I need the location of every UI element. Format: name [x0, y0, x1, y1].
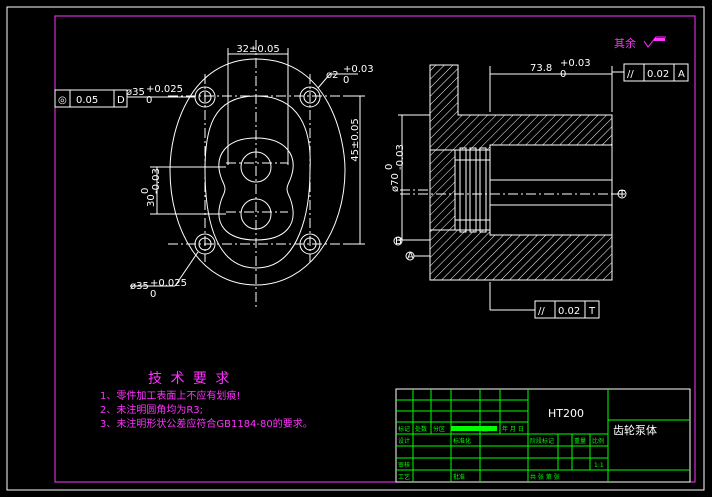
dim-30: 30: [146, 194, 157, 207]
dim-dia-70-tol: 0-0.03: [384, 144, 406, 170]
part-name: 齿轮泵体: [613, 423, 657, 437]
title-block: HT200 齿轮泵体 标记 处数 分区 签名 年 月 日 设计 标准化 阶段标记…: [395, 388, 691, 483]
label-zone: 分区: [433, 425, 445, 433]
flatness-icon: ◎: [58, 95, 67, 106]
label-weight: 重量: [574, 437, 586, 445]
datum-t: T: [618, 189, 626, 200]
dim-hole-tr: ø2: [326, 70, 338, 81]
parallel-bottom-icon: //: [538, 306, 545, 317]
datum-b: B: [395, 236, 402, 247]
tech-req-title: 技 术 要 求: [148, 371, 231, 387]
dim-32: 32±0.05: [236, 44, 279, 55]
dim-73-8: 73.8: [530, 63, 552, 74]
flatness-datum: D: [117, 95, 125, 106]
label-sign: 签名: [482, 425, 494, 433]
flatness-value: 0.05: [76, 95, 98, 106]
sheet-border: [6, 6, 705, 491]
label-approve: 批准: [453, 473, 465, 481]
dim-45: 45±0.05: [350, 118, 361, 161]
label-date: 年 月 日: [502, 425, 524, 433]
label-stage-mark: 阶段标记: [530, 437, 554, 445]
label-review: 审核: [398, 461, 410, 469]
tech-req-item-2: 2、未注明圆角均为R3;: [100, 403, 203, 416]
label-process: 工艺: [398, 473, 410, 481]
tech-req-item-1: 1、零件加工表面上不应有划痕!: [100, 389, 240, 402]
label-scale: 比例: [592, 437, 604, 445]
scale-value: 1:1: [594, 462, 604, 469]
dim-hole-tl: ø35: [126, 87, 145, 98]
dim-30-tol: 0-0.03: [140, 168, 162, 194]
parallel-bottom-value: 0.02: [558, 306, 580, 317]
roughness-label: 其余: [614, 36, 636, 50]
label-design: 设计: [398, 437, 410, 445]
dim-hole-bottom: ø35: [130, 281, 149, 292]
label-standardize: 标准化: [453, 437, 471, 445]
label-mark: 标记: [398, 425, 410, 433]
parallel-top-value: 0.02: [647, 69, 669, 80]
drawing-frame: [54, 15, 696, 483]
material-value: HT200: [548, 407, 584, 420]
parallel-top-datum: A: [678, 69, 685, 80]
label-count: 处数: [415, 425, 427, 433]
parallel-bottom-datum: T: [588, 306, 596, 317]
datum-a: A: [407, 251, 414, 262]
tech-req-item-3: 3、未注明形状公差应符合GB1184-80的要求。: [100, 417, 313, 430]
label-sheets: 共 张 第 张: [530, 473, 560, 481]
parallel-top-icon: //: [627, 69, 634, 80]
dim-dia-70: ø70: [390, 173, 401, 192]
roughness-symbol-icon: [643, 36, 666, 48]
